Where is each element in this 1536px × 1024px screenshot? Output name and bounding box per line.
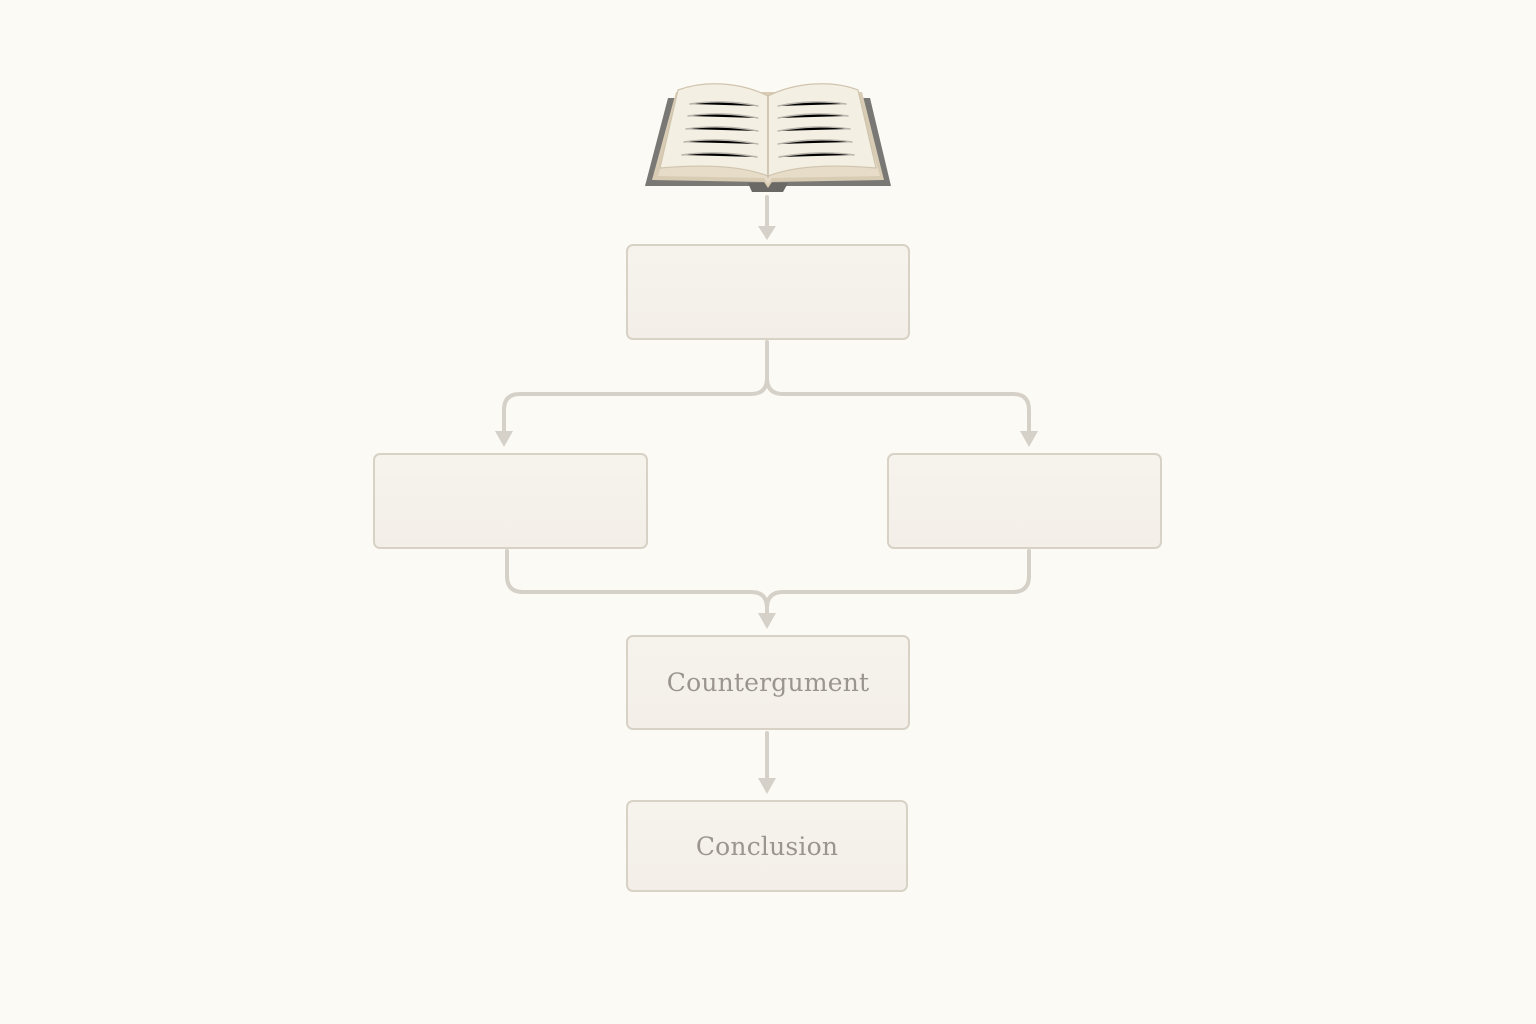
arrowhead-conclusion <box>758 778 776 794</box>
left-box <box>373 453 648 549</box>
conclusion-box: Conclusion <box>626 800 908 892</box>
right-box <box>887 453 1162 549</box>
counterargument-box: Countergument <box>626 635 910 730</box>
arrowhead-counter <box>758 613 776 629</box>
arrowhead-top <box>758 226 776 240</box>
connector-merge <box>505 549 1031 617</box>
open-book-icon <box>645 83 891 192</box>
arrowhead-right <box>1020 431 1038 447</box>
arrowhead-left <box>495 431 513 447</box>
counterargument-label: Countergument <box>666 668 870 697</box>
top-box <box>626 244 910 340</box>
connector-top-split <box>502 340 1031 435</box>
conclusion-label: Conclusion <box>695 831 839 861</box>
